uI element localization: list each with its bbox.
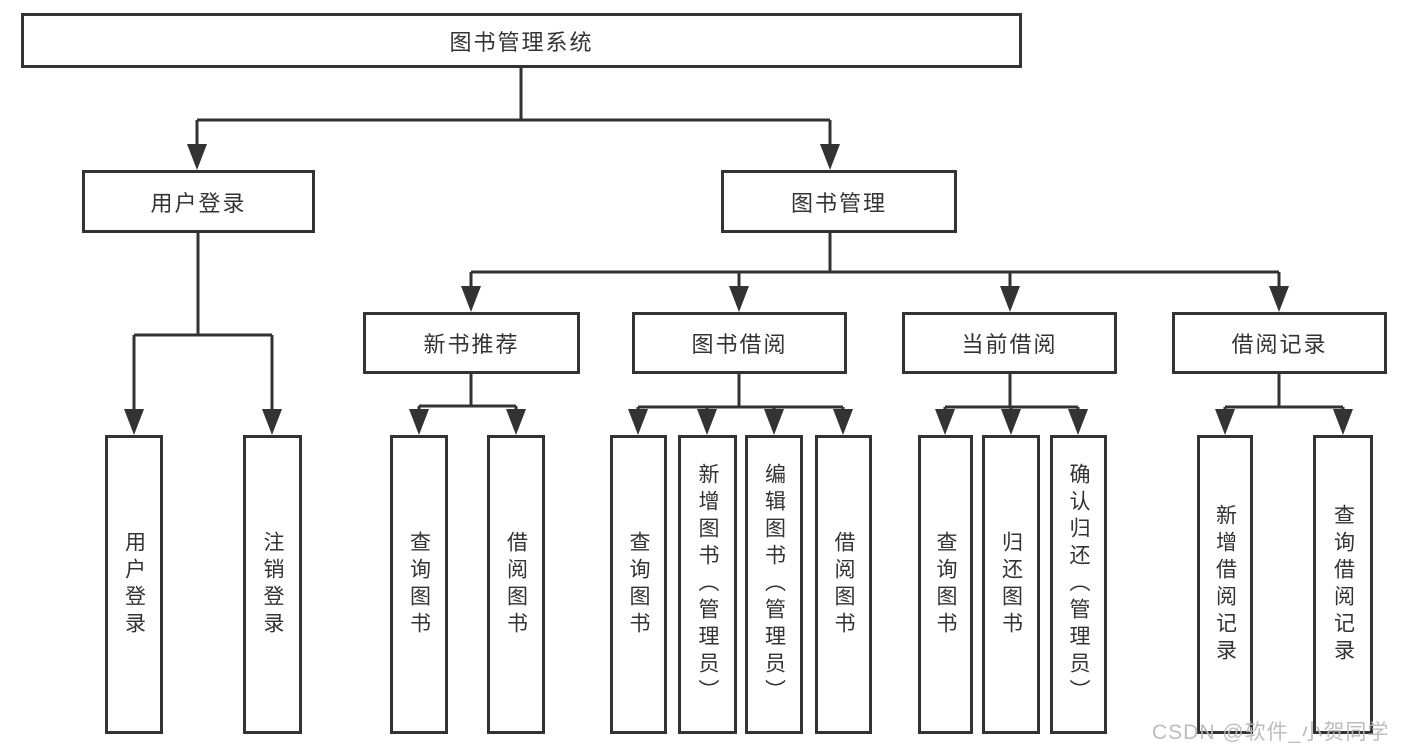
leaf-recommend-query-books-label: 查询图书	[407, 530, 431, 639]
leaf-query-borrow-record: 查询借阅记录	[1313, 435, 1373, 734]
leaf-return-books-label: 归还图书	[999, 530, 1023, 639]
node-current-borrow-label: 当前借阅	[961, 332, 1058, 357]
leaf-add-books-admin-label: 新增图书（管理员）	[696, 463, 719, 706]
node-book-management-label: 图书管理	[790, 190, 887, 216]
node-user-login: 用户登录	[82, 170, 315, 233]
node-borrow-records: 借阅记录	[1172, 312, 1387, 374]
node-new-book-recommend: 新书推荐	[363, 312, 580, 374]
node-root-label: 图书管理系统	[449, 29, 594, 55]
node-book-borrow-label: 图书借阅	[691, 332, 788, 357]
leaf-current-query-books-label: 查询图书	[934, 530, 957, 639]
node-borrow-records-label: 借阅记录	[1231, 332, 1328, 357]
leaf-borrow-books-label: 借阅图书	[832, 530, 855, 639]
leaf-recommend-borrow-books-label: 借阅图书	[504, 530, 528, 639]
leaf-borrow-books: 借阅图书	[815, 435, 872, 734]
leaf-recommend-query-books: 查询图书	[390, 435, 448, 734]
leaf-return-books: 归还图书	[982, 435, 1040, 734]
leaf-add-books-admin: 新增图书（管理员）	[678, 435, 737, 734]
leaf-confirm-return-admin: 确认归还（管理员）	[1050, 435, 1107, 734]
leaf-recommend-borrow-books: 借阅图书	[487, 435, 545, 734]
leaf-confirm-return-admin-label: 确认归还（管理员）	[1067, 463, 1090, 706]
node-root: 图书管理系统	[21, 13, 1022, 68]
connector-strokes	[132, 68, 1345, 411]
leaf-user-login: 用户登录	[105, 435, 163, 734]
csdn-watermark: CSDN @软件_小贺同学	[1152, 721, 1390, 744]
leaf-borrow-query-books-label: 查询图书	[627, 530, 650, 639]
leaf-logout-label: 注销登录	[261, 530, 284, 639]
node-new-book-recommend-label: 新书推荐	[423, 332, 520, 357]
leaf-user-login-label: 用户登录	[122, 530, 146, 639]
leaf-query-borrow-record-label: 查询借阅记录	[1331, 503, 1355, 666]
leaf-add-borrow-record-label: 新增借阅记录	[1213, 503, 1237, 666]
leaf-current-query-books: 查询图书	[918, 435, 973, 734]
leaf-edit-books-admin: 编辑图书（管理员）	[745, 435, 803, 734]
node-current-borrow: 当前借阅	[902, 312, 1117, 374]
arrowheads	[124, 144, 1353, 435]
node-user-login-label: 用户登录	[150, 190, 247, 216]
node-book-management: 图书管理	[721, 170, 957, 233]
leaf-edit-books-admin-label: 编辑图书（管理员）	[762, 463, 786, 706]
node-book-borrow: 图书借阅	[632, 312, 847, 374]
leaf-logout: 注销登录	[243, 435, 302, 734]
leaf-add-borrow-record: 新增借阅记录	[1197, 435, 1253, 734]
leaf-borrow-query-books: 查询图书	[610, 435, 667, 734]
